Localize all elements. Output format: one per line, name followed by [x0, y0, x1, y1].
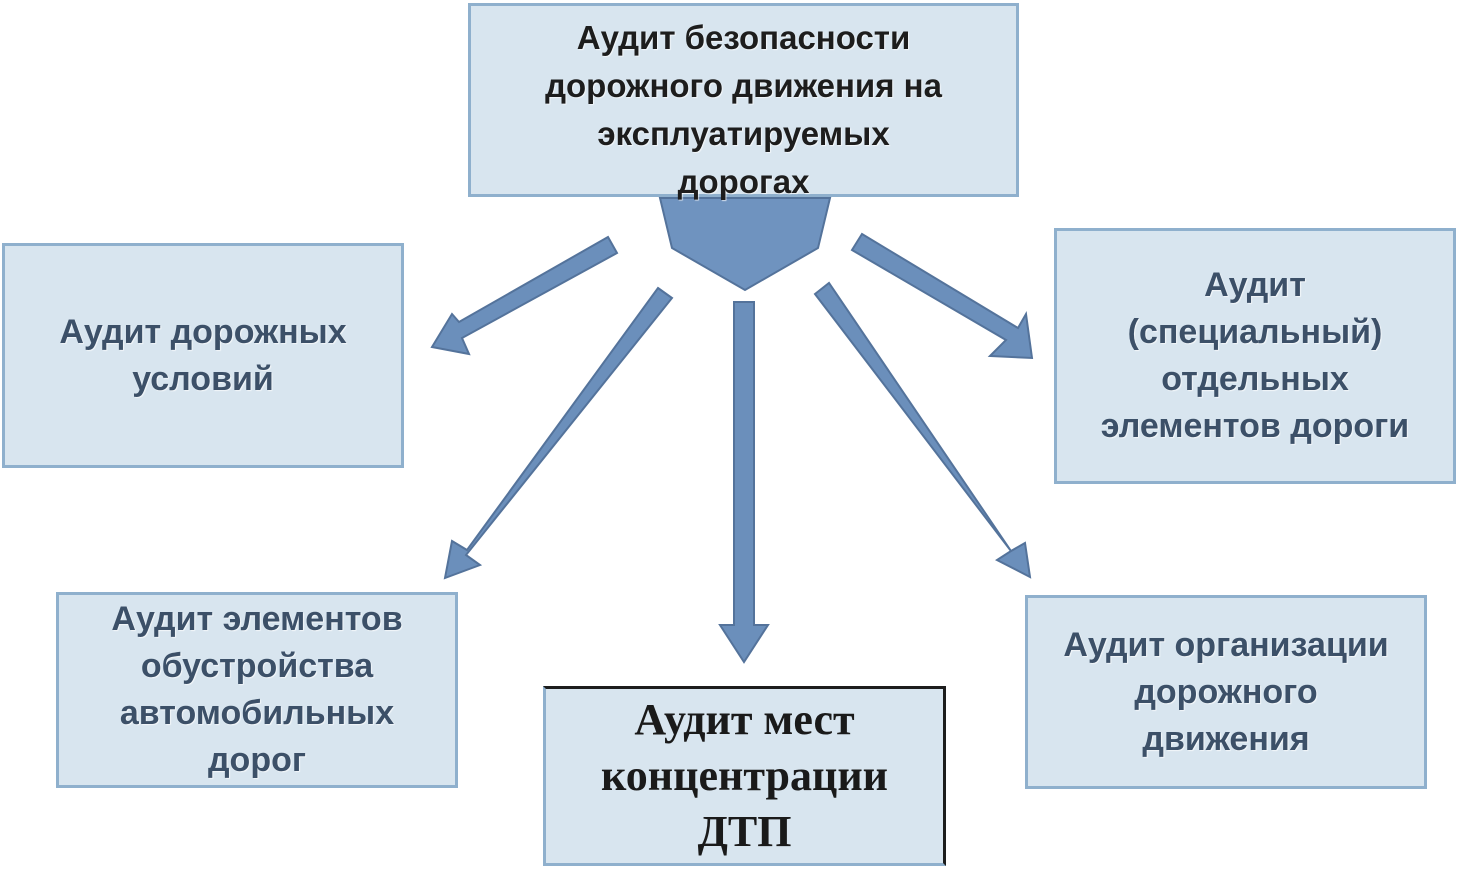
arrow-to-road-elements [850, 232, 1034, 360]
arrow-to-road-equipment [443, 286, 674, 580]
node-traffic-organization-label: Аудит организации дорожного движения [1063, 625, 1389, 758]
node-accident-spots-label: Аудит мест концентрации ДТП [600, 695, 889, 856]
node-road-equipment-label: Аудит элементов обустройства автомобильн… [111, 600, 403, 779]
arrow-to-accident-spots [718, 301, 770, 664]
node-accident-spots: Аудит мест концентрации ДТП [543, 686, 946, 866]
root-node: Аудит безопасности дорожного движения на… [468, 3, 1019, 200]
arrow-to-road-conditions [430, 235, 619, 356]
node-traffic-organization: Аудит организации дорожного движения [1025, 595, 1427, 789]
hub-shape [658, 197, 832, 292]
root-node-label: Аудит безопасности дорожного движения на… [545, 19, 942, 200]
arrow-to-traffic-organization [813, 281, 1032, 579]
node-road-equipment: Аудит элементов обустройства автомобильн… [56, 592, 458, 788]
node-road-conditions: Аудит дорожных условий [2, 243, 404, 468]
node-road-elements: Аудит (специальный) отдельных элементов … [1054, 228, 1456, 484]
node-road-conditions-label: Аудит дорожных условий [59, 312, 347, 398]
node-road-elements-label: Аудит (специальный) отдельных элементов … [1100, 266, 1410, 445]
